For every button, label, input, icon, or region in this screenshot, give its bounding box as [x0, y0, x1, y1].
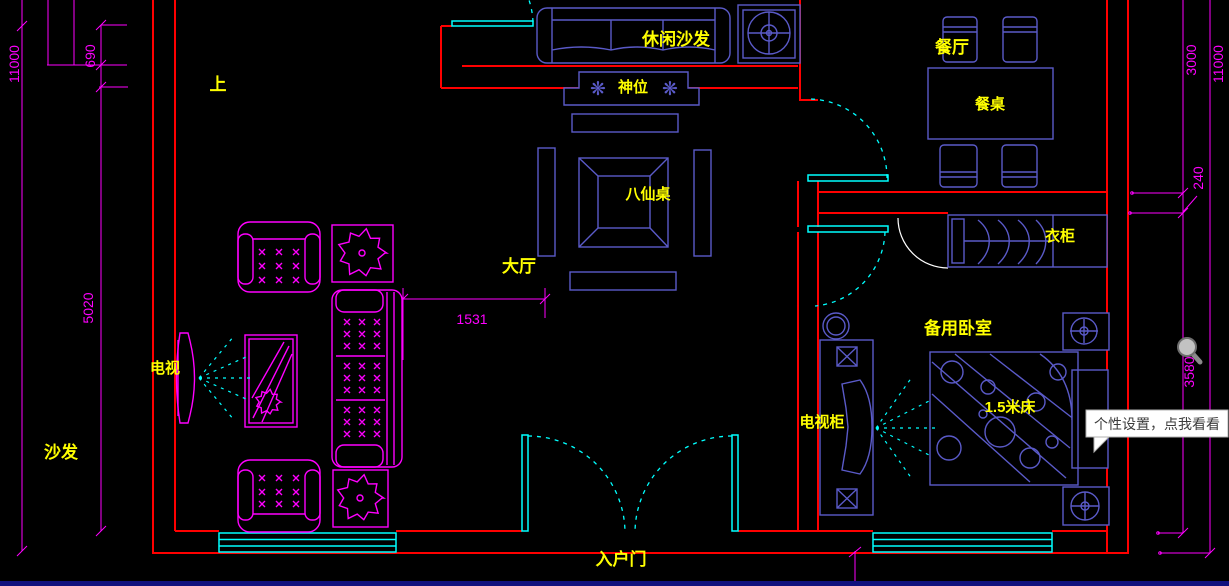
dining-chairs: [939, 16, 1038, 188]
entry-door-right-panel: [731, 434, 739, 532]
armchair-bottom: [237, 459, 321, 533]
bedroom-tv: [841, 379, 873, 475]
plant-top: [331, 224, 394, 283]
dim-wall-gap: 240: [1190, 166, 1206, 190]
bedroom-door-swing-arc: [814, 231, 886, 307]
taskbar-edge: [0, 581, 1229, 586]
dim-left-living: 5020: [80, 292, 96, 323]
dim-left-total: 11000: [6, 45, 22, 83]
bedroom-west-wall: [797, 232, 819, 531]
coffee-table: [244, 334, 298, 428]
label-spare-bedroom: 备用卧室: [923, 318, 992, 338]
window-bottom-right: [872, 532, 1053, 553]
dim-right-dining: 3000: [1183, 44, 1199, 75]
text-labels: 休闲沙发 神位 上 餐厅 餐桌 八仙桌 大厅 衣柜 备用卧室 1.5米床 电视 …: [44, 29, 1075, 569]
dining-door-swing-arc: [807, 98, 888, 179]
tooltip-box[interactable]: [1085, 409, 1229, 438]
bedroom-tv-view-rays: [875, 376, 938, 480]
armchair-top: [237, 221, 321, 293]
label-entry-door: 入户门: [596, 549, 647, 569]
nightstand-bottom: [1062, 486, 1110, 526]
dim-hall-width: 1531: [456, 311, 487, 327]
dim-right-bedroom: 3580: [1181, 356, 1197, 387]
furniture-blue: ❋ ❋: [536, 4, 1110, 526]
label-tv-cabinet: 电视柜: [799, 413, 844, 431]
dining-table: [927, 67, 1054, 140]
label-tv: 电视: [150, 359, 180, 377]
dim-left-niche: 690: [82, 44, 98, 68]
outer-wall: [152, 0, 1129, 554]
leisure-sofa: [536, 7, 731, 64]
shrine-flower-left-icon: ❋: [590, 79, 606, 100]
label-dining-room: 餐厅: [935, 37, 969, 57]
top-door-swing-arc: [528, 0, 534, 23]
mouse-cursor-icon: [1177, 337, 1203, 365]
shrine-altar: ❋ ❋: [563, 71, 700, 106]
label-hall: 大厅: [502, 256, 536, 276]
dining-door-panel: [807, 174, 889, 182]
furniture-magenta: [175, 221, 403, 533]
dim-right-total: 11000: [1210, 45, 1226, 83]
long-sofa: [331, 289, 403, 468]
label-sofa: 沙发: [44, 442, 79, 462]
shrine-flower-right-icon: ❋: [662, 79, 678, 100]
round-table: [737, 4, 801, 64]
top-door-panel: [451, 20, 534, 27]
dining-south-wall: [818, 191, 1107, 214]
label-bed-15m: 1.5米床: [985, 398, 1037, 416]
windows-doors: [218, 0, 1053, 553]
door-stub-wall: [797, 181, 819, 227]
window-bottom-left: [218, 532, 397, 553]
bedroom-tv-cabinet: [819, 339, 874, 516]
label-dining-table: 餐桌: [975, 95, 1006, 113]
plant-bottom: [332, 469, 389, 528]
nightstand-top: [1062, 312, 1110, 351]
label-eight-immortals-table: 八仙桌: [624, 185, 671, 203]
entry-door-right-swing-arc: [634, 435, 733, 534]
wardrobe-door-swing-arc: [897, 217, 949, 269]
square-table-benches: [537, 113, 712, 291]
round-stool: [822, 312, 850, 340]
living-tv: [175, 332, 196, 424]
label-leisure-sofa: 休闲沙发: [641, 29, 711, 49]
bedroom-door-panel: [807, 225, 889, 233]
living-dining-partition: [799, 0, 818, 101]
wardrobe: [947, 214, 1108, 268]
label-up: 上: [210, 75, 227, 94]
label-shrine: 神位: [618, 78, 648, 96]
entry-door-left-swing-arc: [527, 435, 626, 534]
eight-immortals-table: [578, 157, 669, 248]
tooltip-text: 个性设置，点我看看: [1094, 416, 1220, 432]
dimension-lines: 11000 690 5020 1531 3000 11000 240 3580: [6, 0, 1226, 586]
living-tv-view-rays: [198, 335, 250, 421]
bed-15m: [929, 351, 1109, 486]
entry-door-left-panel: [521, 434, 529, 532]
tooltip[interactable]: 个性设置，点我看看: [1085, 409, 1229, 454]
label-wardrobe: 衣柜: [1045, 227, 1075, 245]
